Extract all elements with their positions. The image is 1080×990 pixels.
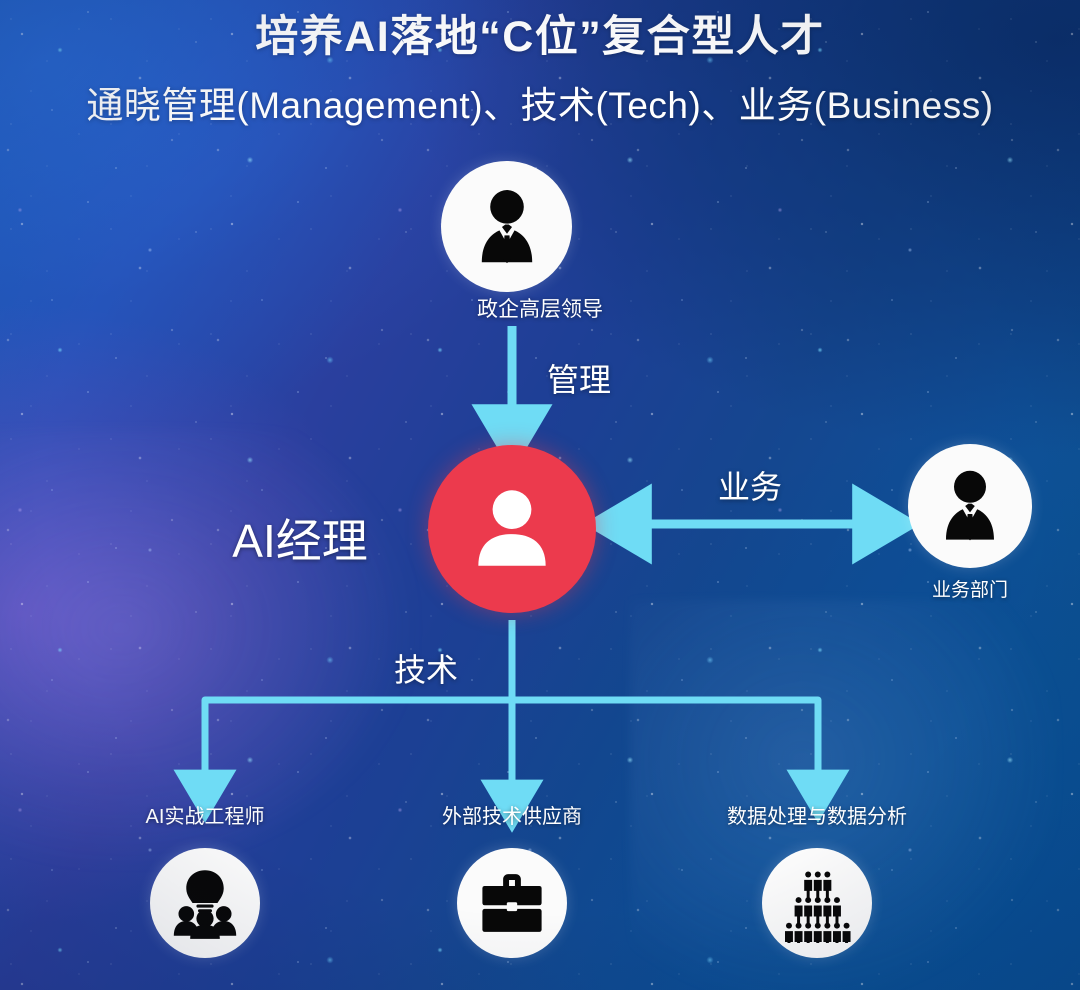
connector-technology (173, 620, 850, 833)
businessman-icon (481, 189, 532, 263)
connector-label-management: 管理 (547, 362, 612, 398)
node-center-label: AI经理 (232, 515, 368, 567)
lightbulb-team-icon (173, 870, 237, 939)
node-right-label: 业务部门 (931, 580, 1008, 601)
page-title: 培养AI落地“C位”复合型人才 (255, 13, 825, 61)
person-icon (478, 490, 546, 566)
node-bottom3-label: 数据处理与数据分析 (727, 806, 907, 828)
node-center-ai-manager[interactable] (428, 445, 596, 613)
node-bottom-data-analysis[interactable] (762, 848, 872, 958)
crowd-icon (785, 871, 851, 943)
node-right-business-dept[interactable] (908, 444, 1032, 568)
businessman-icon (946, 470, 994, 541)
node-bottom1-label: AI实战工程师 (145, 806, 265, 828)
node-bottom-ai-engineer[interactable] (150, 848, 260, 958)
node-bottom2-label: 外部技术供应商 (442, 806, 582, 828)
page-subtitle: 通晓管理(Management)、技术(Tech)、业务(Business) (86, 85, 994, 126)
connector-label-technology: 技术 (394, 652, 459, 688)
connector-label-business: 业务 (718, 469, 783, 505)
node-bottom-tech-supplier[interactable] (457, 848, 567, 958)
node-top-senior-leadership[interactable] (441, 161, 572, 292)
briefcase-icon (482, 874, 542, 932)
node-top-label: 政企高层领导 (477, 298, 603, 321)
